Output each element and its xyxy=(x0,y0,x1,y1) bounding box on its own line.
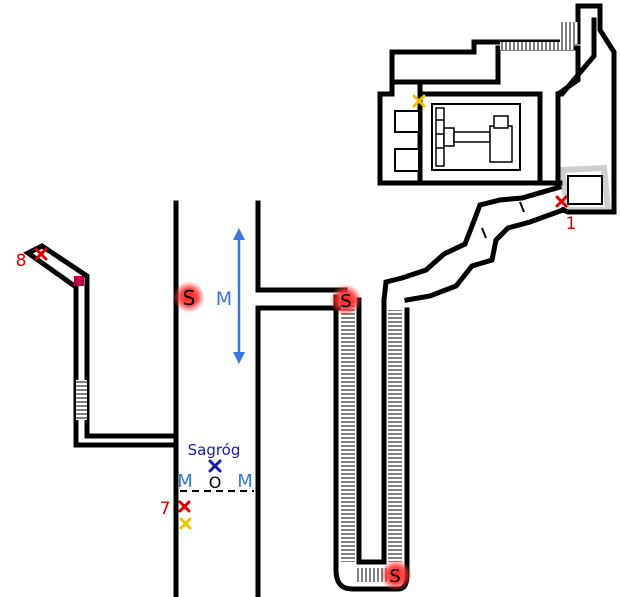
stairs-label-top: S xyxy=(340,291,351,312)
stairs-icon xyxy=(76,380,87,420)
stairs-label-bottom: S xyxy=(389,566,400,587)
top-right-structure xyxy=(377,3,617,215)
left-branch xyxy=(23,243,179,448)
stairs-label-left: S xyxy=(183,286,196,310)
yellow-x-icon xyxy=(179,517,192,530)
connector-corridor xyxy=(255,287,348,311)
glow-spot-icon-1: S xyxy=(173,281,205,313)
main-corridor xyxy=(173,200,261,597)
marker-7-number: 7 xyxy=(160,499,171,519)
glow-spot-icon-2: S xyxy=(330,284,362,316)
u-staircase xyxy=(333,294,410,592)
door-icon xyxy=(74,276,84,286)
m-label-top: M xyxy=(216,288,232,310)
sagrog-label: Sagróg xyxy=(188,441,241,459)
red-x-icon xyxy=(555,195,568,208)
m-label-right: M xyxy=(237,471,253,492)
glow-spot-icon-3: S xyxy=(380,559,412,591)
red-x-icon xyxy=(178,500,191,513)
room-details xyxy=(435,107,513,167)
o-label: O xyxy=(209,473,222,492)
marker-8-number: 8 xyxy=(16,251,27,271)
yellow-x-icon xyxy=(412,94,426,108)
red-x-icon xyxy=(34,247,48,261)
m-label-left: M xyxy=(177,471,193,492)
blue-x-icon xyxy=(208,459,222,473)
marker-1-number: 1 xyxy=(566,214,577,234)
double-arrow-icon xyxy=(233,228,245,364)
cave-passage xyxy=(381,183,567,303)
